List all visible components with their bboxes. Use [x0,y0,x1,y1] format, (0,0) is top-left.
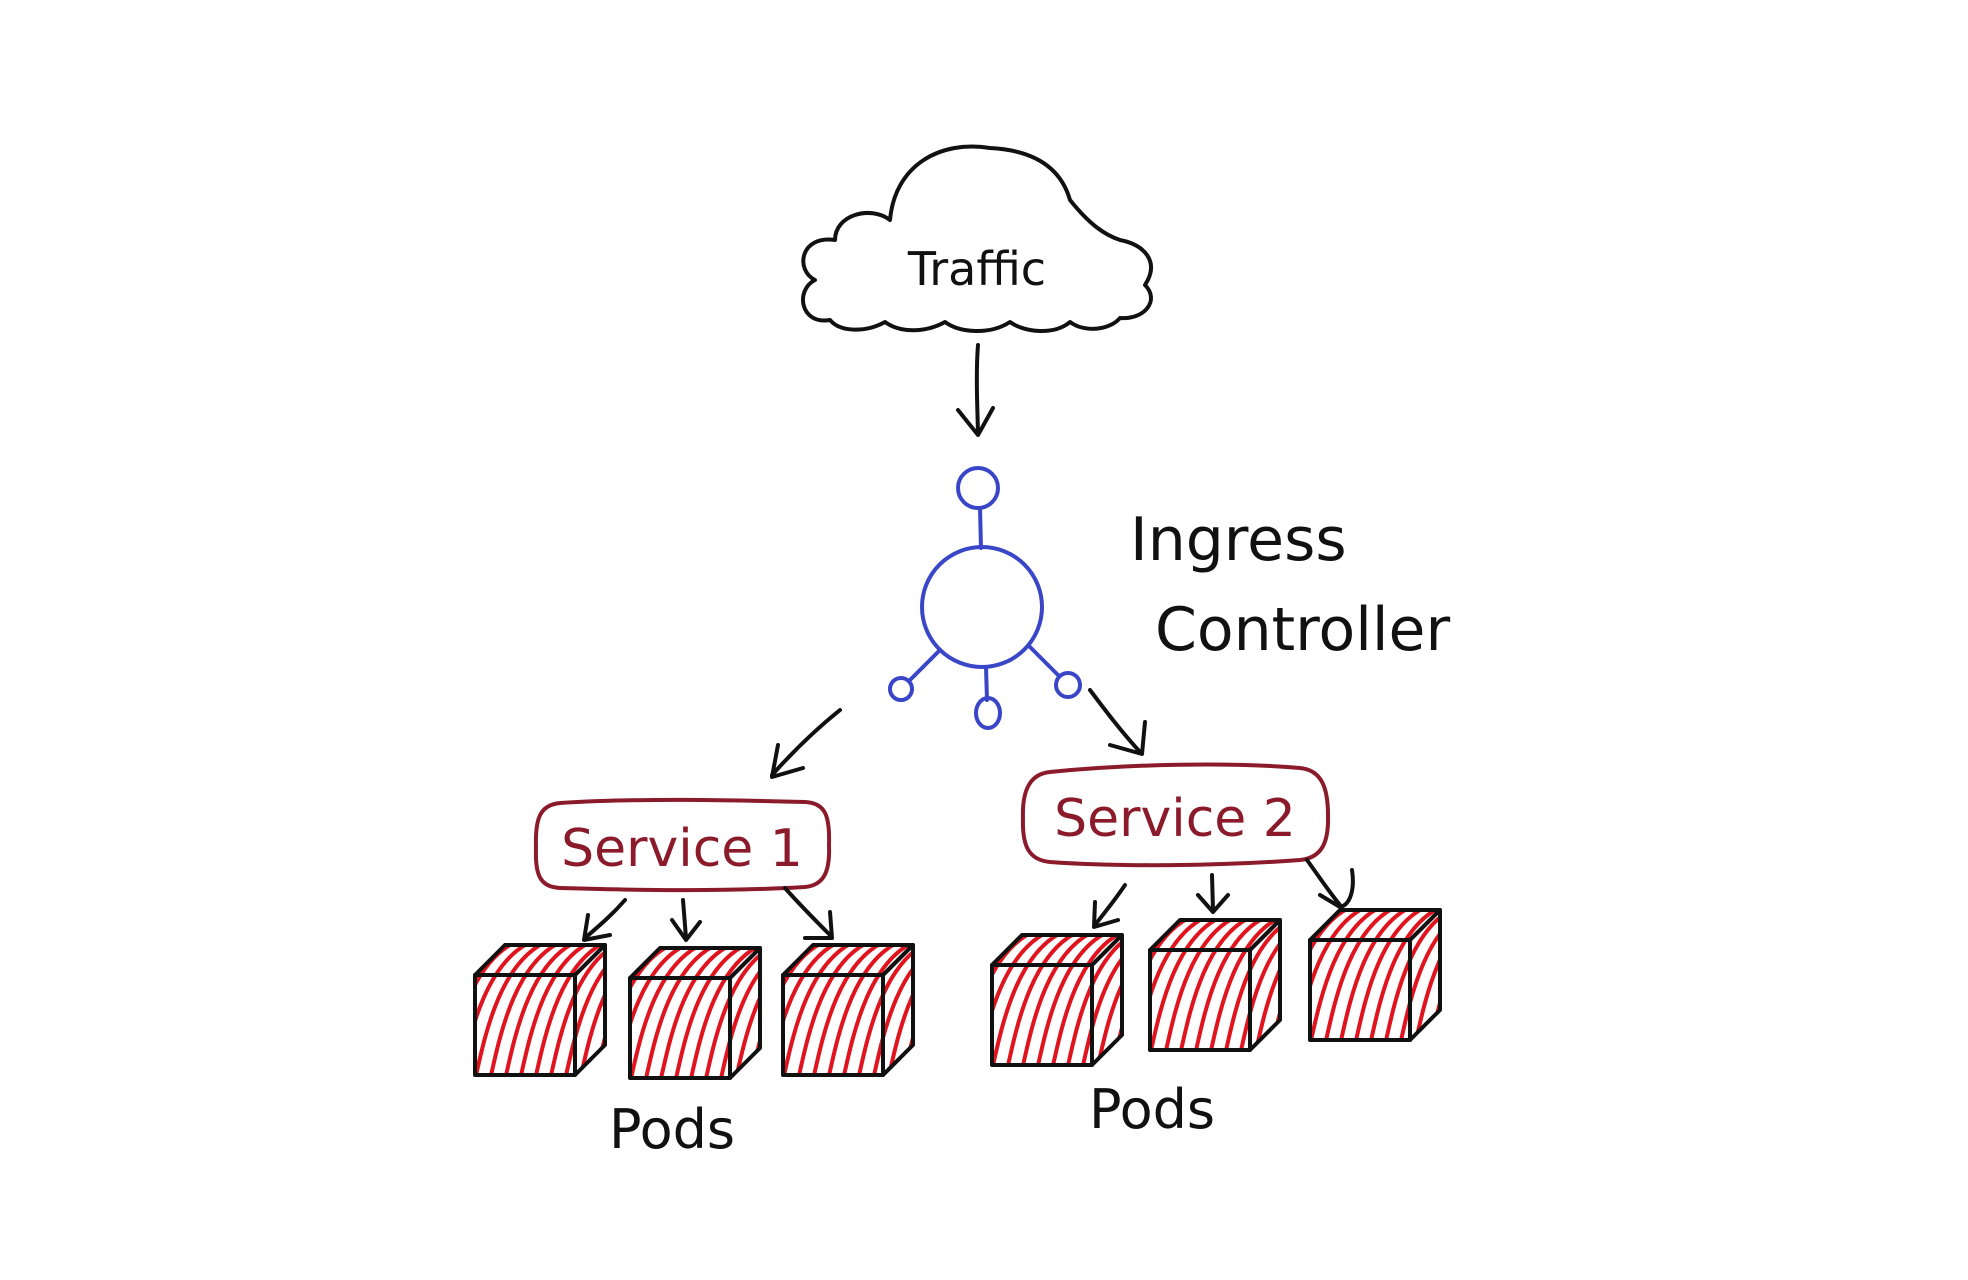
ingress-controller-node-icon [888,466,1082,730]
ingress-right-node [1054,671,1082,699]
arrows-service-1-to-pods [582,886,834,942]
pods-group-service-2 [990,908,1442,1067]
ingress-label-line2: Controller [1155,595,1450,665]
pod-cube-icon [628,946,762,1080]
service-1-box: Service 1 [533,797,832,893]
arrow-ingress-to-service-2 [1088,688,1147,756]
service-2-outline [1020,762,1331,868]
cloud-outline [801,144,1153,333]
pod-hatching [783,945,913,1075]
pod-side-edge [1248,918,1282,1052]
pod-side-edge [1408,908,1442,1042]
pods-label-service-2: Pods [1089,1078,1215,1141]
pods-group-service-1 [473,943,915,1080]
ingress-bottom-node [974,696,1002,730]
pod-side-edge [881,943,915,1077]
pod-side-edge [1090,933,1124,1067]
traffic-cloud-icon: Traffic [801,144,1153,333]
ingress-hub [920,545,1044,669]
service-1-outline [533,797,832,893]
pod-hatching [630,948,760,1078]
pod-side-edge [728,946,762,1080]
pods-label-service-1: Pods [609,1098,735,1161]
pod-side-edge [573,943,607,1077]
traffic-label: Traffic [907,242,1046,296]
service-2-box: Service 2 [1020,762,1331,868]
arrow-traffic-to-ingress [956,343,995,437]
ingress-left-node [888,676,914,702]
ingress-top-node [956,466,1000,510]
service-2-label: Service 2 [1054,789,1296,849]
service-1-label: Service 1 [561,819,803,879]
ingress-label-line1: Ingress [1130,505,1347,575]
pod-cube-icon [781,943,915,1077]
arrow-ingress-to-service-1 [770,708,842,779]
arrows-service-2-to-pods [1092,858,1355,929]
pod-cube-icon [473,943,607,1077]
